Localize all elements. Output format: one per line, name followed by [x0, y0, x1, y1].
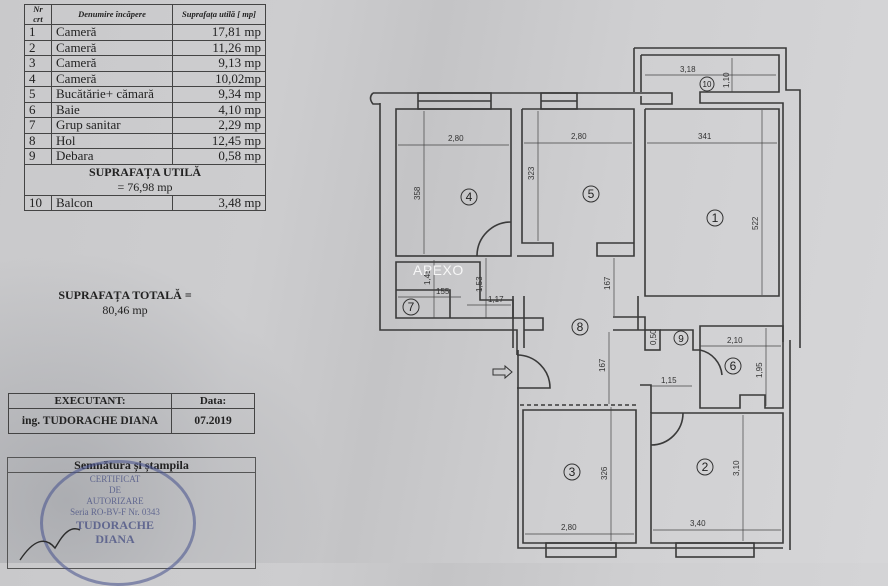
- room-number-7: 7: [408, 300, 415, 314]
- dim-r5-height: 323: [527, 166, 536, 180]
- stamp-line: AUTORIZARE: [86, 496, 144, 506]
- signature-scribble: [19, 528, 81, 561]
- room-number-2: 2: [702, 460, 709, 474]
- total-area-value: 80,46 mp: [102, 303, 148, 317]
- executant-date: 07.2019: [171, 408, 255, 434]
- row-area: 3,48 mp: [172, 194, 266, 211]
- dim-r2-width: 3,40: [690, 519, 706, 528]
- watermark: APEXO: [413, 262, 464, 278]
- header-nr: Nr crt: [24, 4, 52, 25]
- dim-r3-height: 326: [600, 466, 609, 480]
- room-number-6: 6: [730, 359, 737, 373]
- row-nr: 10: [24, 194, 52, 211]
- dim-r3-width: 2,80: [561, 523, 577, 532]
- room-number-8: 8: [577, 320, 584, 334]
- dim-r6-height: 1,95: [755, 362, 764, 378]
- row-name: Balcon: [51, 194, 173, 211]
- header-area: Suprafața utilă [ mp]: [172, 4, 266, 25]
- dim-r6-width: 2,10: [727, 336, 743, 345]
- room-number-10: 10: [703, 80, 712, 89]
- dim-r7-height: 1,45: [423, 269, 432, 285]
- total-area-label: SUPRAFAȚA TOTALĂ =: [58, 288, 192, 302]
- rooms-legend-table: Nr crt Denumire încăpere Suprafața utilă…: [24, 4, 266, 211]
- dim-r10-width: 3,18: [680, 65, 696, 74]
- room-number-4: 4: [466, 190, 473, 204]
- usable-area-label: SUPRAFAȚA UTILĂ: [88, 164, 202, 179]
- dim-r7-width: 155: [436, 287, 450, 296]
- dim-r1-height: 522: [751, 216, 760, 230]
- stamp-name: DIANA: [95, 532, 135, 546]
- room-number-1: 1: [712, 211, 719, 225]
- dim-r4-height: 358: [413, 186, 422, 200]
- usable-area-summary: SUPRAFAȚA UTILĂ= 76,98 mp: [24, 163, 266, 196]
- row-area: 4,10 mp: [172, 101, 266, 118]
- usable-area-value: = 76,98 mp: [117, 179, 173, 194]
- executant-name: ing. TUDORACHE DIANA: [8, 408, 172, 434]
- entrance-arrow-icon: [492, 364, 513, 380]
- floor-plan: 2,80 358 2,80 323 341 522 3,18 1,10 155 …: [19, 47, 801, 561]
- stamp-name: TUDORACHE: [75, 518, 154, 532]
- dim-door-width: 1,15: [661, 376, 677, 385]
- dim-hall-height2: 167: [598, 358, 607, 372]
- dim-hall-height1: 167: [603, 276, 612, 290]
- row-area: 17,81 mp: [172, 24, 266, 41]
- header-name: Denumire încăpere: [51, 4, 173, 25]
- stamp-line: CERTIFICAT: [89, 474, 141, 484]
- dim-r2-height: 3,10: [732, 460, 741, 476]
- dim-r9: 0,50: [649, 329, 658, 345]
- stamp-line: DE: [109, 485, 121, 495]
- total-area: SUPRAFAȚA TOTALĂ = 80,46 mp: [0, 288, 250, 318]
- room-number-9: 9: [678, 334, 684, 345]
- date-label: Data:: [171, 393, 255, 409]
- dim-r7-height2: 1,53: [475, 276, 484, 292]
- dim-r7-width2: 1,17: [488, 295, 504, 304]
- dim-r1-width: 341: [698, 132, 712, 141]
- stamp-line: Seria RO-BV-F Nr. 0343: [70, 507, 160, 517]
- room-number-5: 5: [588, 187, 595, 201]
- dim-r10-height: 1,10: [722, 72, 731, 88]
- stamp-text: CERTIFICAT DE AUTORIZARE Seria RO-BV-F N…: [60, 474, 170, 546]
- room-number-3: 3: [569, 465, 576, 479]
- dim-r5-width: 2,80: [571, 132, 587, 141]
- row-name: Baie: [51, 101, 173, 118]
- dim-r4-width: 2,80: [448, 134, 464, 143]
